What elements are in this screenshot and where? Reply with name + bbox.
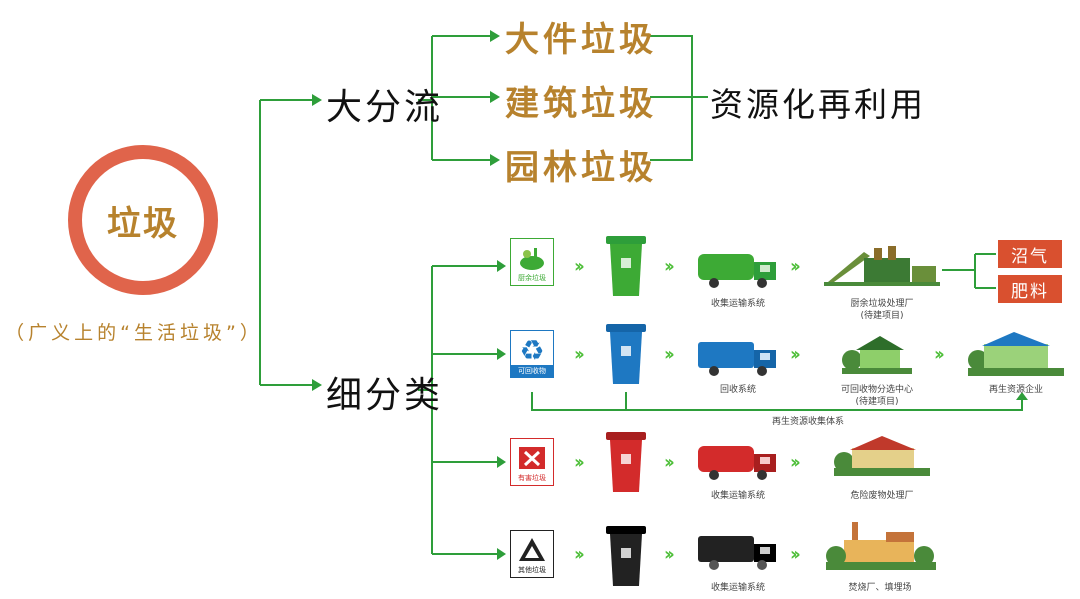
root-circle: 垃圾 [68, 145, 218, 295]
chevron-icon: ›› [664, 452, 675, 473]
output-fertilizer: 肥料 [998, 275, 1062, 303]
sign-kitchen: 厨余垃圾 [510, 238, 554, 286]
root-title: 垃圾 [107, 203, 179, 244]
sign-harmful-label: 有害垃圾 [518, 474, 546, 482]
other-waste-icon [519, 538, 545, 561]
coarse-item-bulky: 大件垃圾 [505, 20, 657, 60]
sorting-center-icon [842, 336, 912, 374]
truck-kitchen-icon [698, 254, 776, 288]
branch-fine: 细分类 [326, 375, 444, 416]
sign-recyclable-label: 可回收物 [511, 365, 553, 377]
facility-label-harmful: 危险废物处理厂 [850, 491, 914, 501]
harmful-waste-icon [519, 447, 545, 469]
root-subtitle: （广义上的“生活垃圾”） [5, 322, 263, 344]
truck-label-kitchen: 收集运输系统 [710, 299, 766, 309]
chevron-icon: ›› [934, 344, 945, 365]
facility-label-recyclable: 可回收物分选中心 [840, 385, 914, 395]
coarse-result: 资源化再利用 [710, 85, 926, 124]
hazardous-plant-icon [834, 436, 930, 476]
chevron-icon: ›› [664, 256, 675, 277]
branch-coarse: 大分流 [326, 87, 444, 128]
facility-note-recyclable: (待建项目) [855, 397, 899, 407]
chevron-icon: ›› [574, 452, 585, 473]
truck-other-icon [698, 536, 776, 570]
facility-label-kitchen: 厨余垃圾处理厂 [850, 299, 914, 309]
chevron-icon: ›› [790, 452, 801, 473]
facility-label-other: 焚烧厂、填埋场 [848, 583, 912, 593]
kitchen-plant-icon [824, 246, 940, 286]
sign-kitchen-label: 厨余垃圾 [518, 274, 546, 282]
kitchen-waste-icon [520, 248, 544, 270]
coarse-item-garden: 园林垃圾 [505, 148, 657, 188]
bin-recyclable-icon [606, 324, 646, 384]
chevron-icon: ›› [574, 544, 585, 565]
recycle-icon: ♻ [519, 334, 544, 367]
truck-harmful-icon [698, 446, 776, 480]
chevron-icon: ›› [790, 544, 801, 565]
bin-other-icon [606, 526, 646, 586]
sign-recyclable: ♻ 可回收物 [510, 330, 554, 378]
truck-label-other: 收集运输系统 [710, 583, 766, 593]
coarse-item-construction: 建筑垃圾 [505, 84, 657, 124]
output-biogas: 沼气 [998, 240, 1062, 268]
chevron-icon: ›› [664, 544, 675, 565]
svg-text:♻: ♻ [519, 334, 544, 367]
bin-kitchen-icon [606, 236, 646, 296]
sign-harmful: 有害垃圾 [510, 438, 554, 486]
truck-label-recyclable: 回收系统 [719, 385, 757, 395]
truck-recyclable-icon [698, 342, 776, 376]
facility-note-kitchen: (待建项目) [860, 311, 904, 321]
sign-other-label: 其他垃圾 [518, 566, 546, 574]
incineration-plant-icon [826, 522, 936, 570]
sign-other: 其他垃圾 [510, 530, 554, 578]
recycle-system-label: 再生资源收集体系 [771, 417, 845, 427]
recycling-enterprise-icon [968, 332, 1064, 376]
chevron-icon: ›› [790, 256, 801, 277]
bin-harmful-icon [606, 432, 646, 492]
truck-label-harmful: 收集运输系统 [710, 491, 766, 501]
chevron-icon: ›› [574, 344, 585, 365]
chevron-icon: ›› [664, 344, 675, 365]
final-label-recyclable: 再生资源企业 [988, 385, 1044, 395]
chevron-icon: ›› [790, 344, 801, 365]
chevron-icon: ›› [574, 256, 585, 277]
